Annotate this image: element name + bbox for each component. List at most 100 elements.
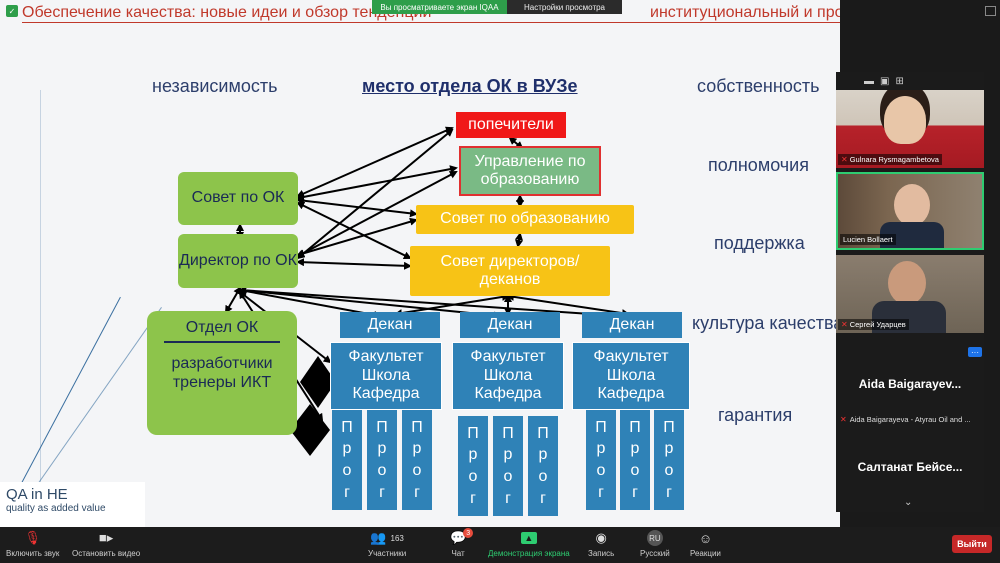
layout-icon[interactable]: ▣	[880, 75, 890, 87]
mic-off-icon: ✕	[841, 320, 848, 329]
box-qa-director: Директор по ОК	[178, 234, 298, 288]
shared-slide: Обеспечение качества: новые идеи и обзор…	[0, 0, 840, 527]
center-title: место отдела ОК в ВУЗе	[362, 76, 578, 96]
mic-off-icon: ✕	[840, 415, 847, 424]
decor-line	[40, 90, 41, 510]
avatar	[894, 184, 930, 226]
mic-muted-icon: 🎙	[24, 530, 41, 545]
record-icon: ◉	[595, 530, 607, 545]
video-tile[interactable]: ✕Сергей Ударцев	[836, 255, 984, 333]
leave-meeting-button[interactable]: Выйти	[952, 535, 992, 553]
qa-in-he-logo: QA in HE quality as added value	[0, 482, 145, 527]
prog-letter: г	[540, 489, 546, 507]
prog-letter: П	[663, 418, 675, 436]
participant-name: Lucien Bollaert	[840, 234, 896, 245]
faculty-line: Кафедра	[597, 385, 665, 403]
faculty-line: Школа	[361, 366, 411, 384]
panel-view-controls: ▬ ▣ ⊞	[836, 72, 984, 90]
participant-name: ✕Gulnara Rysmagambetova	[838, 154, 942, 165]
diamond-shape	[290, 404, 330, 456]
prog-letter: р	[342, 440, 352, 458]
prog-letter: П	[411, 418, 423, 436]
fullscreen-icon[interactable]	[985, 6, 996, 16]
stop-video-button[interactable]: ■▸ Остановить видео	[72, 530, 141, 558]
prog-letter: р	[412, 440, 422, 458]
prog-letter: г	[598, 483, 604, 501]
shield-icon[interactable]: ✓	[6, 5, 18, 17]
view-settings-button[interactable]: Настройки просмотра	[507, 0, 622, 14]
grid-icon[interactable]: ⊞	[895, 75, 904, 87]
smiley-icon: ☺	[698, 530, 713, 546]
box-qa-council: Совет по ОК	[178, 172, 298, 225]
faculty-box: Факультет Школа Кафедра	[452, 342, 564, 410]
faculty-box: Факультет Школа Кафедра	[572, 342, 690, 410]
prog-letter: о	[538, 468, 548, 485]
logo-line2: quality as added value	[6, 503, 106, 514]
share-screen-icon: ▲	[520, 532, 537, 544]
faculty-box: Факультет Школа Кафедра	[330, 342, 442, 410]
prog-letter: р	[503, 446, 513, 464]
keyword-authority: полномочия	[708, 155, 809, 175]
prog-letter: р	[468, 446, 478, 464]
name-tile[interactable]: Салтанат Бейсе...	[857, 460, 963, 474]
prog-letter: р	[630, 440, 640, 458]
participants-count: 163	[390, 533, 404, 543]
box-directors-council: Совет директоров/ деканов	[410, 246, 610, 296]
name-tile[interactable]: Aida Baigarayev...	[858, 377, 962, 391]
participant-panel: ▬ ▣ ⊞ ✕Gulnara Rysmagambetova Lucien Bol…	[836, 72, 984, 512]
minimize-icon[interactable]: ▬	[864, 75, 874, 87]
prog-letter: о	[503, 468, 513, 485]
participants-button[interactable]: 👥163 Участники	[368, 530, 407, 558]
chat-badge: 3	[463, 528, 474, 538]
language-globe-icon: RU	[646, 530, 663, 546]
video-camera-icon: ■▸	[98, 530, 114, 545]
prog-letter: о	[468, 468, 478, 485]
dean-box: Декан	[582, 312, 682, 338]
unmute-button[interactable]: 🎙 Включить звук	[6, 530, 60, 558]
prog-letter: о	[664, 462, 674, 479]
prog-letter: П	[376, 418, 388, 436]
share-screen-button[interactable]: ▲ Демонстрация экрана	[488, 532, 570, 558]
video-tile[interactable]: Lucien Bollaert	[836, 172, 984, 250]
connector-arrows	[224, 126, 630, 456]
chat-icon: 💬	[450, 530, 467, 545]
record-button[interactable]: ◉ Запись	[588, 530, 615, 558]
screen-share-banner: Вы просматриваете экран IQAA Настройки п…	[372, 0, 622, 14]
keyword-independence: независимость	[152, 76, 278, 96]
faculty-line: Школа	[483, 366, 533, 384]
box-education-management: Управление по образованию	[459, 146, 601, 196]
dean-box: Декан	[340, 312, 440, 338]
prog-letter: о	[630, 462, 640, 479]
participant-name: ✕Сергей Ударцев	[838, 319, 909, 330]
box-qa-department: Отдел ОК разработчики тренеры ИКТ	[147, 311, 297, 435]
faculty-line: Факультет	[470, 348, 546, 366]
keyword-quality-culture: культура качества	[692, 313, 840, 333]
keyword-assurance: гарантия	[718, 405, 793, 425]
faculty-line: Кафедра	[474, 385, 542, 403]
prog-letter: г	[414, 483, 420, 501]
faculty-line: Кафедра	[352, 385, 420, 403]
prog-letter: р	[596, 440, 606, 458]
prog-letter: г	[379, 483, 385, 501]
keyword-support: поддержка	[714, 233, 805, 253]
prog-letter: П	[629, 418, 641, 436]
prog-letter: о	[412, 462, 422, 479]
faculty-line: Факультет	[348, 348, 424, 366]
diamond-shape	[300, 356, 336, 408]
reactions-button[interactable]: ☺ Реакции	[690, 530, 721, 559]
chat-button[interactable]: 💬3 Чат	[450, 528, 474, 558]
prog-letter: р	[664, 440, 674, 458]
chevron-down-icon[interactable]: ⌄	[904, 497, 913, 508]
more-options-button[interactable]: ···	[968, 347, 982, 357]
keyword-ownership: собственность	[697, 76, 820, 96]
prog-letter: П	[341, 418, 353, 436]
language-button[interactable]: RU Русский	[640, 529, 670, 558]
qa-department-body: разработчики тренеры ИКТ	[171, 355, 273, 391]
logo-line1: QA in HE	[6, 486, 68, 503]
video-tile[interactable]: ✕Gulnara Rysmagambetova	[836, 90, 984, 168]
